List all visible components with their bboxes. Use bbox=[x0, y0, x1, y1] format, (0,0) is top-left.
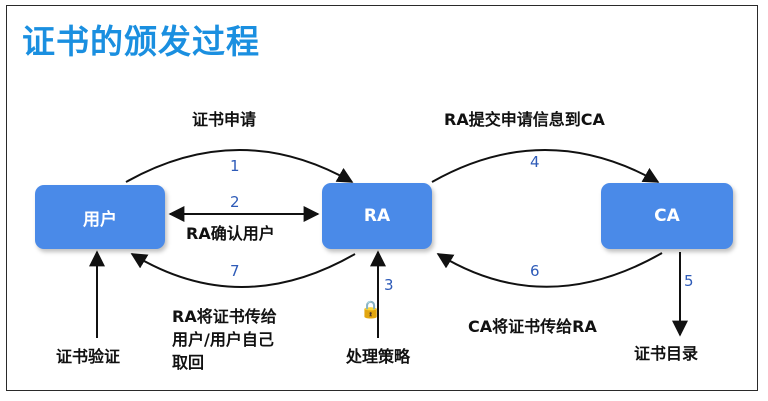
label-ra-give-line3: 取回 bbox=[172, 353, 205, 372]
diagram-frame bbox=[6, 5, 758, 391]
step-7: 7 bbox=[230, 262, 240, 280]
node-user: 用户 bbox=[35, 185, 165, 249]
arrow-1-user-to-ra bbox=[125, 149, 354, 183]
page-title: 证书的颁发过程 bbox=[22, 22, 260, 61]
label-ra-confirm-user: RA确认用户 bbox=[186, 224, 275, 243]
label-ra-give-line1: RA将证书传给 bbox=[172, 307, 277, 326]
label-cert-directory: 证书目录 bbox=[634, 344, 699, 363]
step-1: 1 bbox=[230, 157, 240, 175]
arrow-7-ra-to-user bbox=[130, 253, 356, 288]
label-ra-give-line2: 用户/用户自己 bbox=[172, 330, 274, 349]
step-4: 4 bbox=[530, 153, 540, 171]
label-cert-verify: 证书验证 bbox=[56, 347, 121, 366]
step-6: 6 bbox=[530, 262, 540, 280]
step-5: 5 bbox=[684, 272, 694, 290]
arrow-4-ra-to-ca bbox=[431, 149, 660, 183]
node-ra: RA bbox=[322, 183, 432, 249]
label-cert-request: 证书申请 bbox=[192, 110, 257, 129]
step-2: 2 bbox=[230, 193, 240, 211]
label-ca-give-ra: CA将证书传给RA bbox=[468, 317, 597, 336]
label-policy: 处理策略 bbox=[346, 347, 411, 366]
arrow-6-ca-to-ra bbox=[436, 252, 663, 288]
step-3: 3 bbox=[384, 276, 394, 294]
node-ca: CA bbox=[601, 183, 733, 249]
label-ra-submit: RA提交申请信息到CA bbox=[444, 110, 605, 129]
lock-icon: 🔒 bbox=[360, 300, 382, 320]
